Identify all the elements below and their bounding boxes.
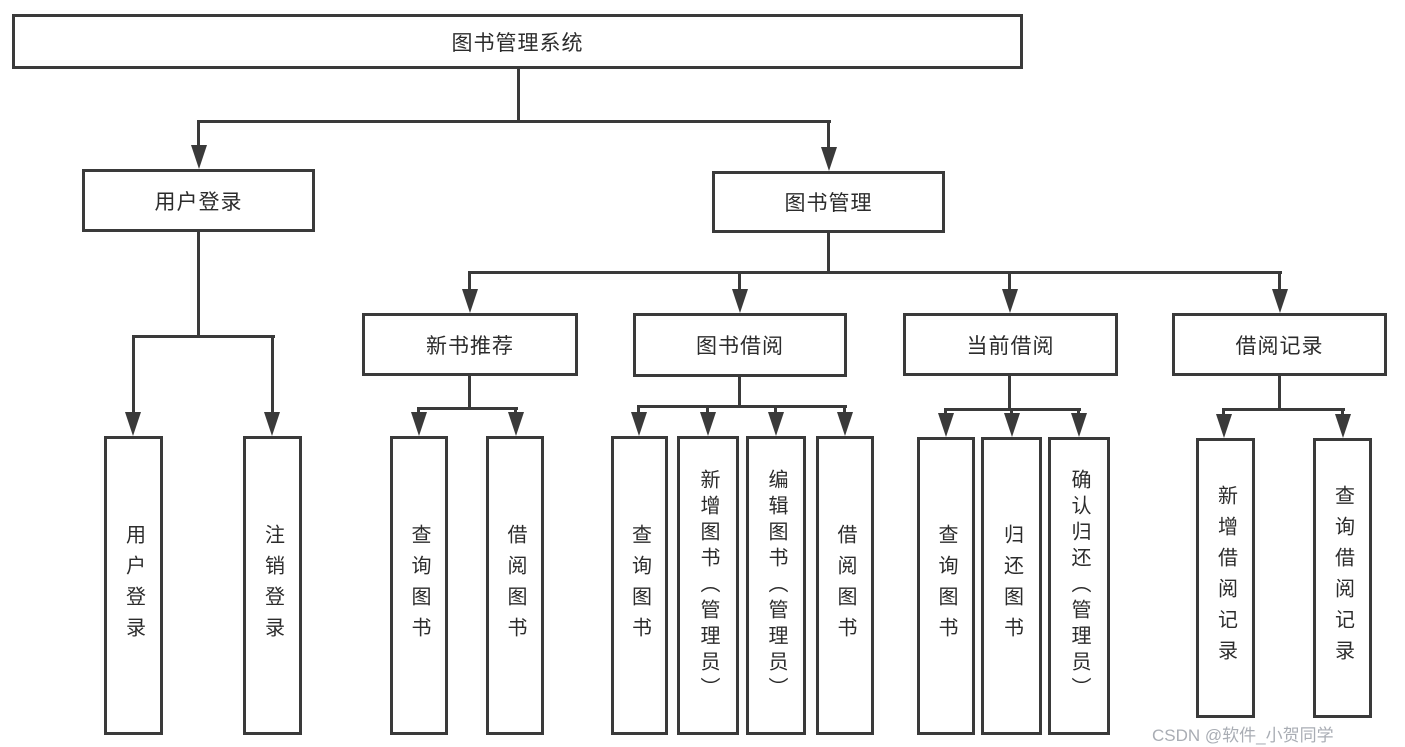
arrow-down-icon (1335, 414, 1351, 438)
connector-line (468, 271, 471, 291)
connector-line (1278, 376, 1281, 408)
arrow-down-icon (264, 412, 280, 436)
connector-line (1008, 271, 1011, 291)
arrow-down-icon (700, 412, 716, 436)
node-book-borrow: 图书借阅 (633, 313, 847, 377)
leaf-borrow-books: 借阅图书 (816, 436, 874, 735)
leaf-confirm-return-admin: 确认归还（管理员） (1048, 437, 1110, 735)
connector-line (706, 405, 709, 414)
arrow-down-icon (411, 412, 427, 436)
node-new-book-recommend: 新书推荐 (362, 313, 578, 376)
arrow-down-icon (1216, 414, 1232, 438)
leaf-query-books-borrow: 查询图书 (611, 436, 668, 735)
connector-line (1278, 271, 1281, 291)
leaf-user-login: 用户登录 (104, 436, 163, 735)
node-root: 图书管理系统 (12, 14, 1023, 69)
leaf-logout: 注销登录 (243, 436, 302, 735)
leaf-add-books-admin: 新增图书（管理员） (677, 436, 739, 735)
arrow-down-icon (462, 289, 478, 313)
connector-line (197, 232, 200, 335)
csdn-watermark: CSDN @软件_小贺同学 (1152, 726, 1334, 745)
connector-line (417, 407, 518, 410)
connector-line (827, 120, 830, 151)
arrow-down-icon (821, 147, 837, 171)
connector-line (1010, 408, 1013, 414)
connector-line (517, 69, 520, 120)
connector-line (637, 405, 847, 408)
arrow-down-icon (631, 412, 647, 436)
connector-line (738, 377, 741, 405)
connector-line (197, 120, 831, 123)
leaf-borrow-books-recommend: 借阅图书 (486, 436, 544, 735)
leaf-query-borrow-record: 查询借阅记录 (1313, 438, 1372, 718)
connector-line (774, 405, 777, 414)
connector-line (1008, 376, 1011, 408)
connector-line (1341, 408, 1344, 416)
arrow-down-icon (732, 289, 748, 313)
connector-line (514, 407, 517, 414)
connector-line (827, 233, 830, 271)
leaf-edit-books-admin: 编辑图书（管理员） (746, 436, 806, 735)
arrow-down-icon (1002, 289, 1018, 313)
arrow-down-icon (125, 412, 141, 436)
connector-line (468, 271, 1282, 274)
connector-line (271, 335, 274, 414)
arrow-down-icon (1272, 289, 1288, 313)
leaf-query-books-current: 查询图书 (917, 437, 975, 735)
connector-line (132, 335, 275, 338)
leaf-add-borrow-record: 新增借阅记录 (1196, 438, 1255, 718)
leaf-query-books-recommend: 查询图书 (390, 436, 448, 735)
connector-line (843, 405, 846, 414)
connector-line (1077, 408, 1080, 414)
connector-line (468, 376, 471, 407)
arrow-down-icon (1071, 413, 1087, 437)
leaf-return-books: 归还图书 (981, 437, 1042, 735)
arrow-down-icon (938, 413, 954, 437)
connector-line (132, 335, 135, 414)
connector-line (1222, 408, 1225, 416)
connector-line (197, 120, 200, 149)
arrow-down-icon (1004, 413, 1020, 437)
node-book-management: 图书管理 (712, 171, 945, 233)
connector-line (944, 408, 947, 414)
arrow-down-icon (508, 412, 524, 436)
node-borrow-records: 借阅记录 (1172, 313, 1387, 376)
connector-line (1222, 408, 1345, 411)
node-user-login: 用户登录 (82, 169, 315, 232)
arrow-down-icon (768, 412, 784, 436)
arrow-down-icon (191, 145, 207, 169)
node-current-borrow: 当前借阅 (903, 313, 1118, 376)
connector-line (637, 405, 640, 414)
connector-line (738, 271, 741, 291)
arrow-down-icon (837, 412, 853, 436)
connector-line (417, 407, 420, 414)
